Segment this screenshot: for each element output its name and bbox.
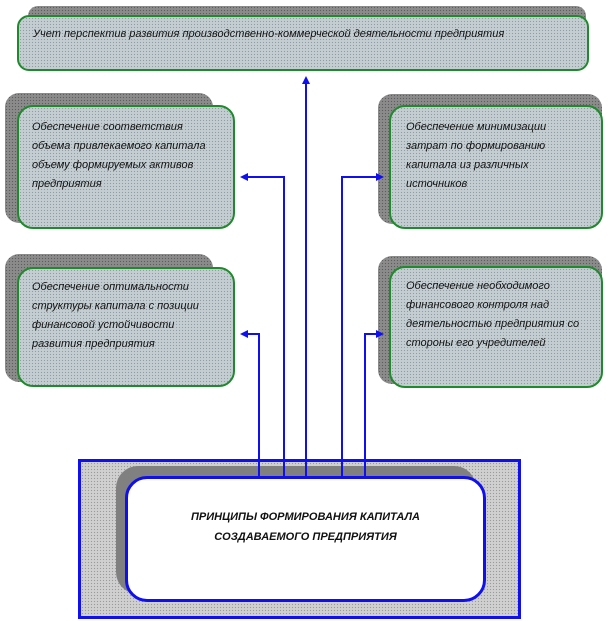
- arrow-to-left-box-1: [240, 173, 285, 476]
- left-box-2-text: Обеспечение оптимальности структуры капи…: [32, 281, 199, 350]
- right-box-2: Обеспечение необходимого финансового кон…: [389, 266, 603, 388]
- top-box-text: Учет перспектив развития производственно…: [33, 28, 505, 40]
- arrow-to-left-box-2: [240, 330, 260, 476]
- left-box-1: Обеспечение соответствия объема привлека…: [17, 105, 235, 229]
- top-box: Учет перспектив развития производственно…: [17, 15, 589, 71]
- right-box-1-text: Обеспечение минимизации затрат по формир…: [406, 121, 547, 190]
- right-box-2-text: Обеспечение необходимого финансового кон…: [406, 280, 580, 349]
- left-box-2: Обеспечение оптимальности структуры капи…: [17, 267, 235, 387]
- right-box-1: Обеспечение минимизации затрат по формир…: [389, 105, 603, 229]
- principles-title: ПРИНЦИПЫ ФОРМИРОВАНИЯ КАПИТАЛА СОЗДАВАЕМ…: [191, 511, 420, 543]
- left-box-1-text: Обеспечение соответствия объема привлека…: [32, 121, 206, 190]
- principles-box: ПРИНЦИПЫ ФОРМИРОВАНИЯ КАПИТАЛА СОЗДАВАЕМ…: [125, 476, 486, 602]
- arrow-to-right-box-1: [341, 173, 384, 476]
- arrow-to-right-box-2: [364, 330, 384, 476]
